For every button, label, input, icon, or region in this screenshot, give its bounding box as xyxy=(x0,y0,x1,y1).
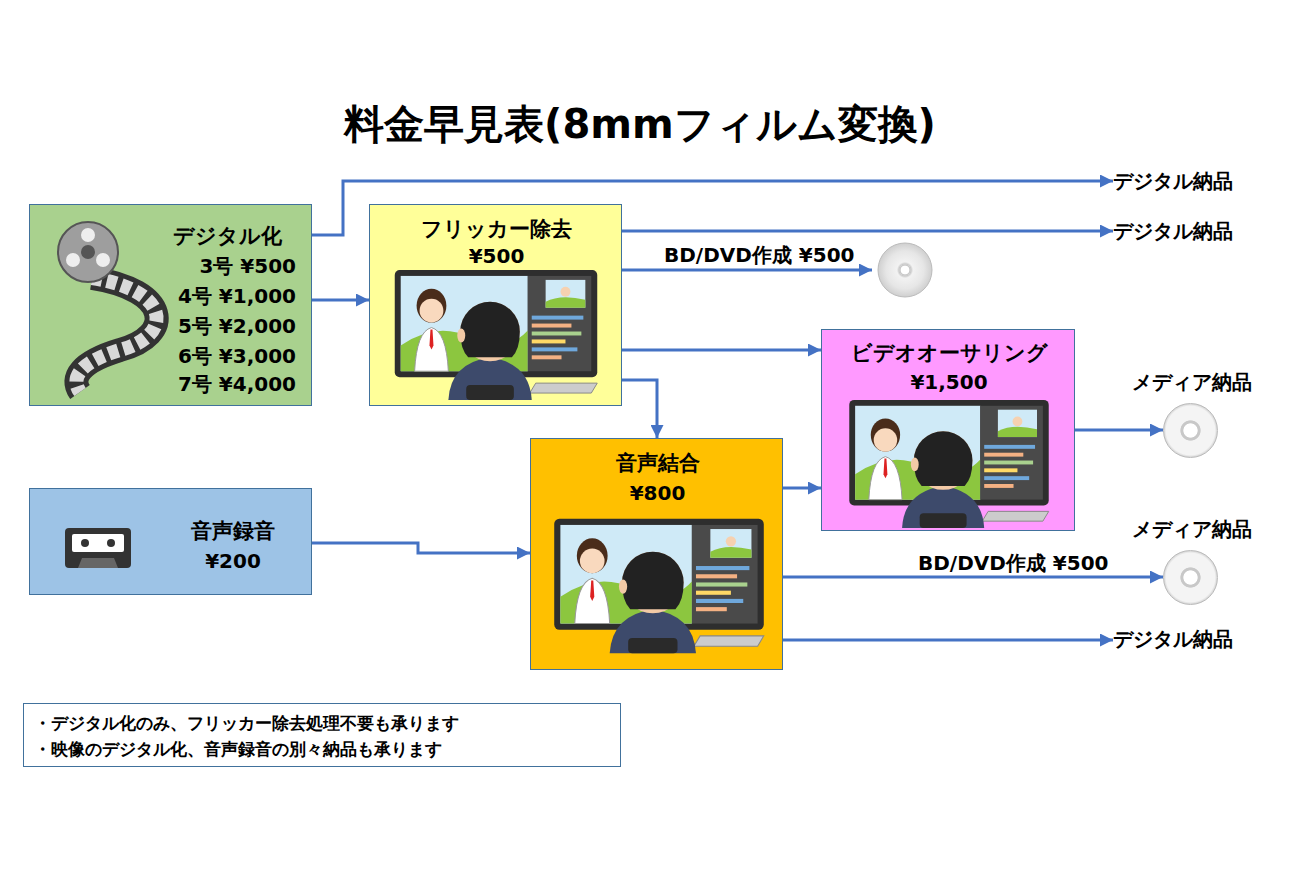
delivery-label: メディア納品 xyxy=(1114,517,1269,541)
film-reel-icon xyxy=(58,222,157,392)
price: 7号 ¥4,000 xyxy=(171,372,296,396)
flow-arrow xyxy=(622,269,872,272)
service-name: フリッカー除去 xyxy=(370,217,623,241)
connector-layer xyxy=(312,181,1163,640)
flow-arrow xyxy=(312,299,369,302)
service-box: デジタル化 3号 ¥500 4号 ¥1,000 5号 ¥2,000 6号 ¥3,000 7… xyxy=(29,204,312,406)
delivery-label: メディア納品 xyxy=(1114,370,1269,394)
disc-icon xyxy=(878,243,932,297)
editor-illustration xyxy=(554,519,764,654)
flow-arrow xyxy=(1075,429,1163,432)
delivery-node: デジタル納品 xyxy=(1113,626,1273,652)
delivery-label: デジタル納品 xyxy=(1113,219,1273,243)
note-line: ・デジタル化のみ、フリッカー除去処理不要も承ります xyxy=(34,711,619,735)
price: ¥200 xyxy=(146,549,320,573)
delivery-node: デジタル納品 xyxy=(1113,168,1273,194)
arrow-label: BD/DVD作成 ¥500 xyxy=(918,551,1108,575)
flow-arrow xyxy=(783,487,821,490)
delivery-node: デジタル納品 xyxy=(1113,218,1273,244)
delivery-label: デジタル納品 xyxy=(1113,169,1273,193)
price: 5号 ¥2,000 xyxy=(171,314,296,338)
price: 6号 ¥3,000 xyxy=(171,344,296,368)
price: ¥500 xyxy=(370,244,623,268)
flow-arrow xyxy=(312,181,1113,235)
flow-arrow xyxy=(783,576,1163,579)
flow-arrow xyxy=(622,380,657,438)
service-box: 音声録音¥200 xyxy=(29,488,312,595)
note-line: ・映像のデジタル化、音声録音の別々納品も承ります xyxy=(34,737,619,761)
service-name: 音声録音 xyxy=(146,519,320,543)
flow-arrow xyxy=(783,639,1113,642)
editor-illustration xyxy=(395,270,597,400)
note-box: ・デジタル化のみ、フリッカー除去処理不要も承ります・映像のデジタル化、音声録音の… xyxy=(23,703,621,767)
price: ¥800 xyxy=(531,481,784,505)
arrow-label: BD/DVD作成 ¥500 xyxy=(664,243,854,267)
service-box: 音声結合 ¥800 xyxy=(530,438,783,670)
service-name: ビデオオーサリング xyxy=(822,341,1076,365)
diagram-title: 料金早見表(8mmフィルム変換) xyxy=(290,100,990,148)
price: 3号 ¥500 xyxy=(171,254,296,278)
disc-node: メディア納品 xyxy=(1163,550,1218,605)
service-name: 音声結合 xyxy=(531,451,784,475)
price: ¥1,500 xyxy=(822,370,1076,394)
price: 4号 ¥1,000 xyxy=(171,284,296,308)
editor-illustration xyxy=(849,400,1048,528)
disc-node: メディア納品 xyxy=(1163,403,1218,458)
service-name: デジタル化 xyxy=(173,224,313,248)
flow-arrow xyxy=(622,349,821,352)
cassette-icon xyxy=(65,528,131,568)
delivery-label: デジタル納品 xyxy=(1113,627,1273,651)
service-box: ビデオオーサリング ¥1,500 xyxy=(821,329,1075,531)
flow-arrow xyxy=(622,230,1113,233)
flow-arrow xyxy=(312,543,530,553)
service-box: フリッカー除去 ¥500 xyxy=(369,204,622,406)
